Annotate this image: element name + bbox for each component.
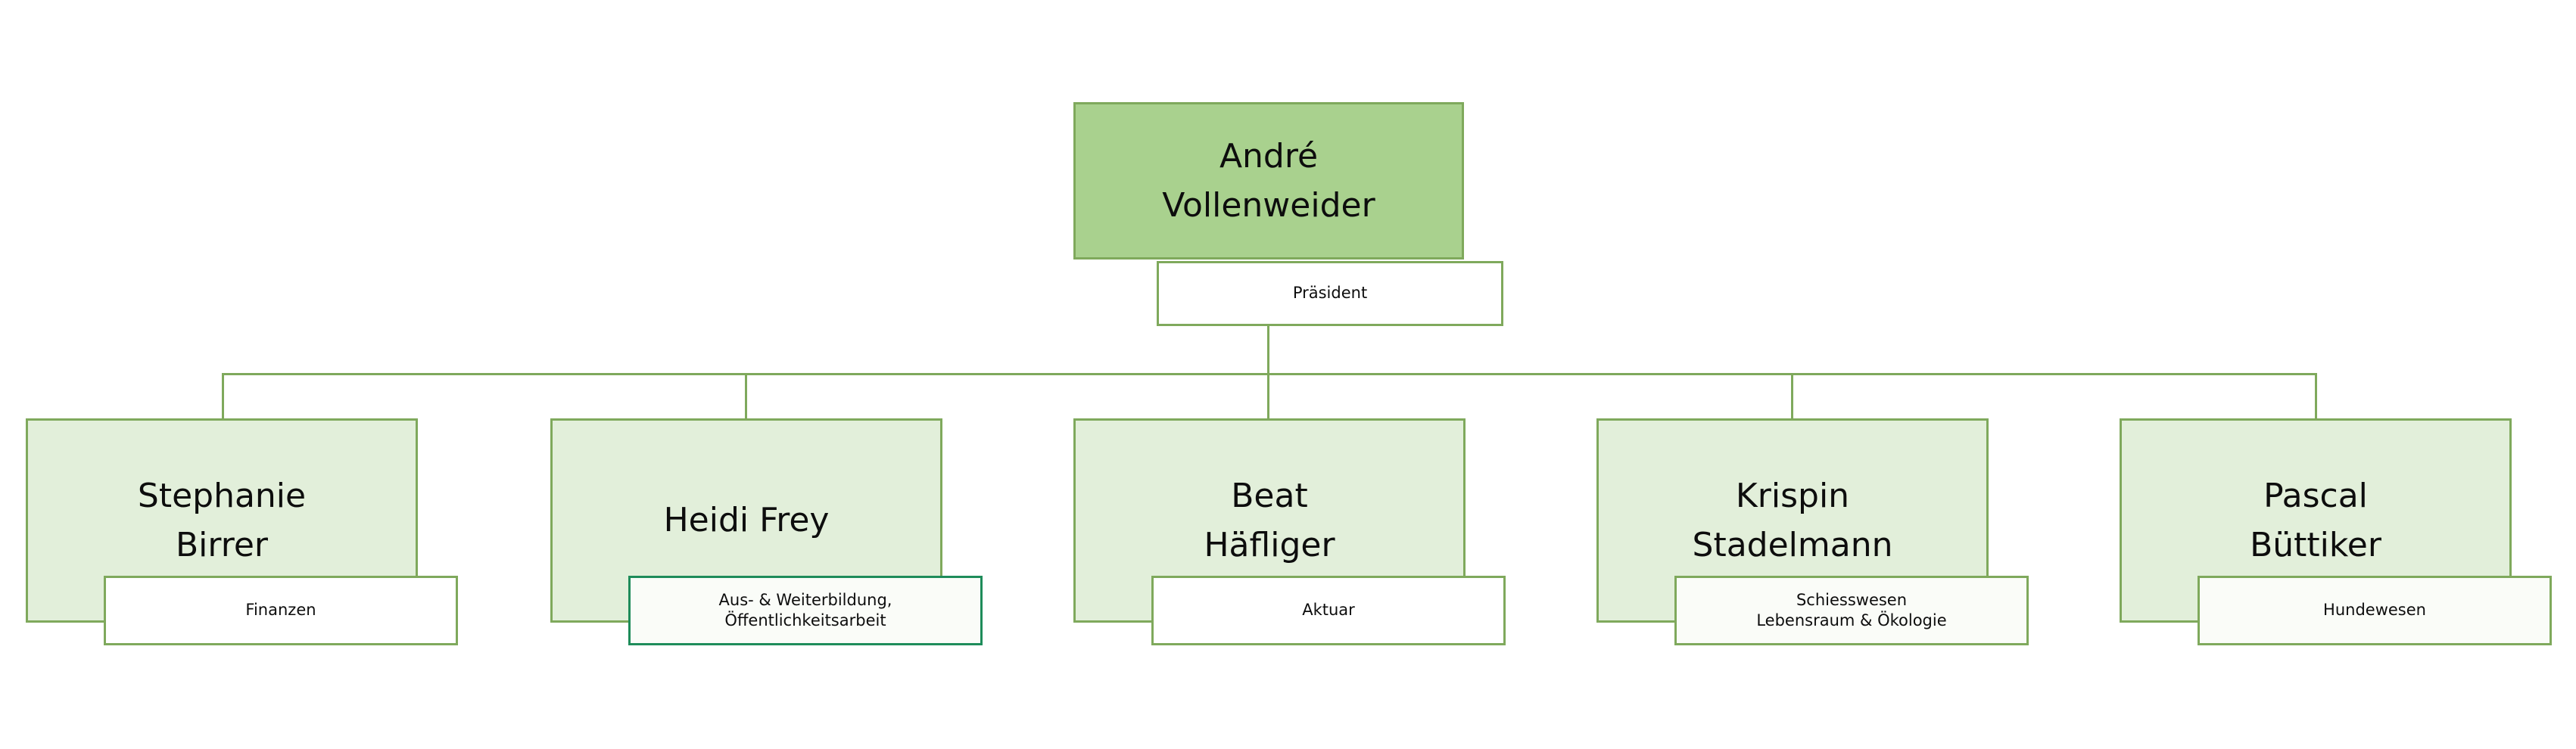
- connector-drop-child-2: [1267, 373, 1269, 420]
- node-child-1-role[interactable]: Aus- & Weiterbildung, Öffentlichkeitsarb…: [628, 576, 983, 645]
- connector-drop-child-1: [745, 373, 747, 420]
- node-child-0-role-line1: Finanzen: [245, 601, 316, 620]
- node-child-3-role-line2: Lebensraum & Ökologie: [1756, 611, 1947, 629]
- node-child-2-name-line1: Beat: [1231, 476, 1308, 515]
- connector-horizontal-bus: [222, 373, 2317, 375]
- connector-drop-child-0: [222, 373, 224, 420]
- node-child-0-name-line1: Stephanie: [137, 476, 307, 515]
- node-root-name-line1: André: [1219, 136, 1319, 176]
- node-child-0-role[interactable]: Finanzen: [104, 576, 458, 645]
- node-child-4-role-line1: Hundewesen: [2323, 601, 2426, 620]
- node-root-role-label: Präsident: [1292, 284, 1368, 303]
- node-child-4-role[interactable]: Hundewesen: [2198, 576, 2552, 645]
- node-child-2-role-line1: Aktuar: [1302, 601, 1355, 620]
- node-child-2-name-line2: Häfliger: [1204, 526, 1335, 564]
- node-child-3-name-line2: Stadelmann: [1692, 526, 1893, 564]
- node-child-3-name-line1: Krispin: [1735, 476, 1850, 515]
- node-child-1-role-line1: Aus- & Weiterbildung,: [718, 590, 892, 609]
- node-child-4-name-line1: Pascal: [2263, 476, 2368, 515]
- node-root-name-line2: Vollenweider: [1162, 186, 1375, 225]
- connector-drop-child-3: [1791, 373, 1793, 420]
- node-child-1-name-line1: Heidi Frey: [663, 501, 830, 540]
- node-child-0-name-line2: Birrer: [175, 526, 268, 564]
- connector-root-stem: [1267, 325, 1269, 375]
- node-child-3-role-line1: Schiesswesen: [1796, 590, 1908, 609]
- connector-drop-child-4: [2315, 373, 2317, 420]
- node-child-4-name-line2: Büttiker: [2250, 526, 2381, 564]
- node-root-role[interactable]: Präsident: [1157, 261, 1503, 326]
- node-child-1-role-line2: Öffentlichkeitsarbeit: [724, 611, 886, 629]
- node-root-name[interactable]: André Vollenweider: [1073, 102, 1464, 260]
- node-child-2-role[interactable]: Aktuar: [1151, 576, 1506, 645]
- node-child-3-role[interactable]: Schiesswesen Lebensraum & Ökologie: [1674, 576, 2029, 645]
